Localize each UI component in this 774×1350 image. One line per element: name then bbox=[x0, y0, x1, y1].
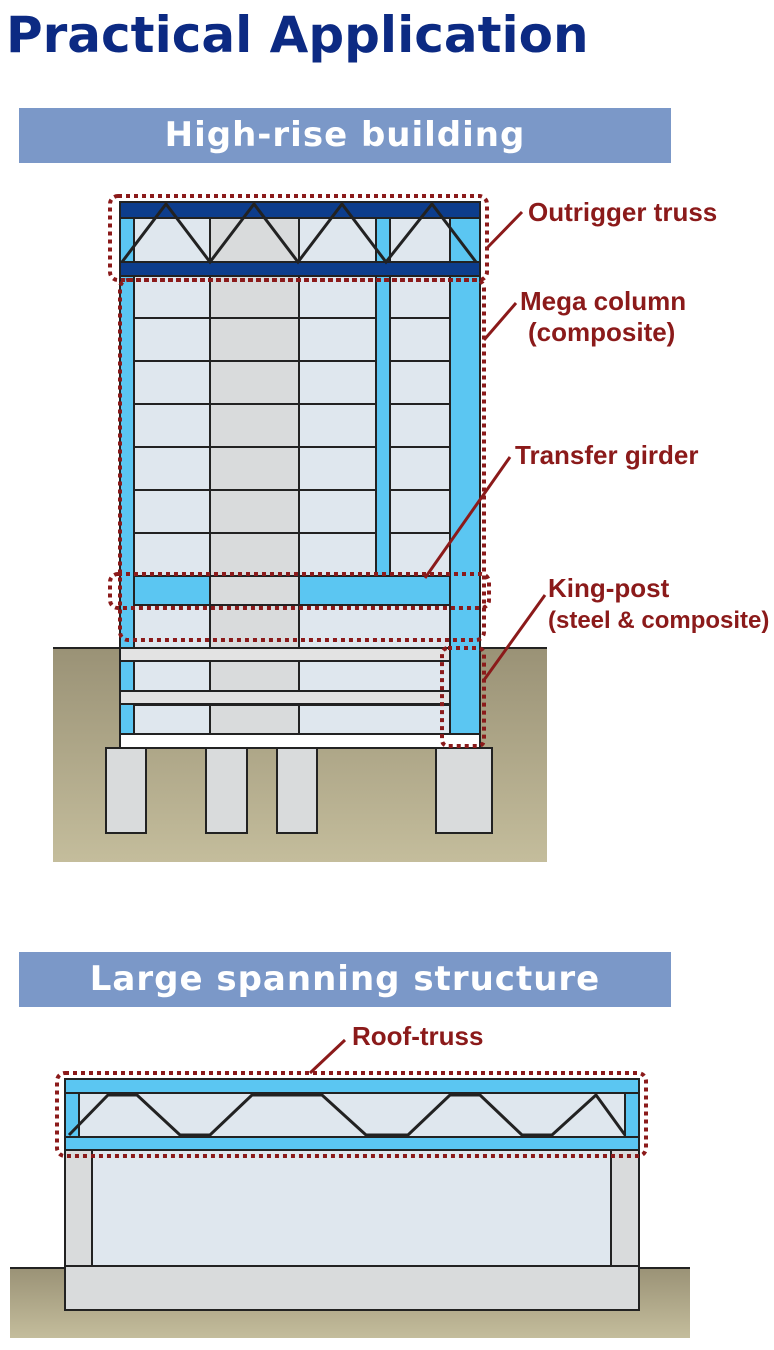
high-rise-diagram bbox=[53, 194, 547, 862]
basement-slab-2 bbox=[119, 690, 451, 705]
page-title: Practical Application bbox=[6, 6, 589, 64]
leader-roof-truss bbox=[308, 1038, 347, 1075]
roof-truss-end-right bbox=[624, 1092, 640, 1138]
roof-truss-top-chord bbox=[64, 1078, 640, 1094]
callout-outrigger-truss: Outrigger truss bbox=[528, 197, 718, 227]
callout-mega-column-sub: (composite) bbox=[528, 317, 676, 347]
leader-transfer bbox=[423, 456, 512, 579]
callout-king-post: King-post bbox=[548, 573, 670, 603]
highlight-mega-column bbox=[118, 278, 486, 642]
callout-mega-column: Mega column bbox=[520, 286, 687, 316]
floor-lines bbox=[134, 317, 450, 706]
highlight-king-post bbox=[440, 646, 486, 748]
piles bbox=[105, 747, 493, 834]
roof-truss-end-left bbox=[64, 1092, 80, 1138]
hall-interior bbox=[91, 1149, 612, 1269]
leader-outrigger bbox=[485, 210, 524, 250]
outrigger-bottom-chord bbox=[119, 261, 481, 277]
highlight-transfer bbox=[108, 572, 491, 610]
callout-king-post-sub: (steel & composite) bbox=[548, 607, 770, 634]
hall-foundation bbox=[64, 1265, 640, 1311]
hall-wall-left bbox=[64, 1149, 93, 1269]
callout-transfer-girder: Transfer girder bbox=[515, 440, 699, 470]
roof-truss-diagonals bbox=[67, 1092, 627, 1137]
highlight-roof-truss bbox=[55, 1071, 648, 1158]
mega-column-right bbox=[449, 217, 481, 735]
section-heading-large-span: Large spanning structure bbox=[19, 952, 671, 1007]
large-span-diagram bbox=[10, 1038, 690, 1338]
roof-truss-panel bbox=[64, 1092, 640, 1138]
hall-wall-right bbox=[610, 1149, 640, 1269]
callout-roof-truss: Roof-truss bbox=[352, 1021, 484, 1051]
base-slab bbox=[119, 733, 481, 749]
transfer-girder-core bbox=[209, 575, 300, 606]
section-heading-high-rise: High-rise building bbox=[19, 108, 671, 163]
leader-king-post bbox=[482, 594, 547, 681]
basement-slab-1 bbox=[119, 647, 451, 662]
outrigger-top-chord bbox=[119, 201, 481, 219]
leader-mega-column bbox=[482, 302, 518, 341]
roof-truss-bottom-chord bbox=[64, 1136, 640, 1151]
outrigger-diagonals bbox=[120, 201, 478, 265]
